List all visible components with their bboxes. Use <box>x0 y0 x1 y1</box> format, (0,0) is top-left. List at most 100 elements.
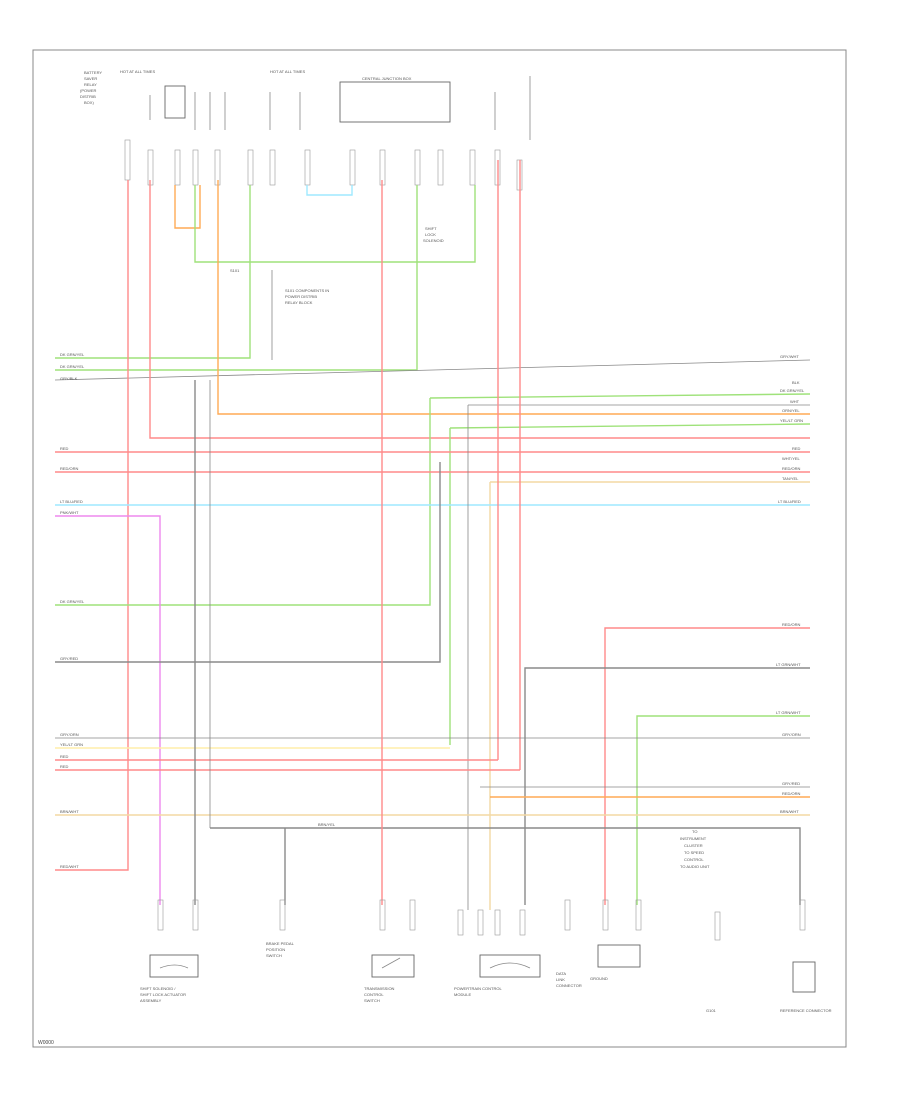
connector-4-symbol <box>489 962 531 969</box>
ground-bus-label: BRN/YEL <box>318 822 336 827</box>
splice-note-3: RELAY BLOCK <box>285 300 313 305</box>
battery-note-2: SAVER <box>84 76 97 81</box>
top-note-3: SOLENOID <box>423 238 444 243</box>
right-label-9: RED/ORN <box>782 466 801 471</box>
right-label-6: YEL/LT GRN <box>780 418 803 423</box>
left-label-15: RED/WHT <box>60 864 79 869</box>
right-label-18: BRN/WHT <box>780 809 799 814</box>
wire-orange-top <box>174 185 201 229</box>
left-label-8: DK GRN/YEL <box>60 599 85 604</box>
connector-4-pin-a <box>457 909 464 936</box>
connector-3-label-2: CONTROL <box>364 992 384 997</box>
left-label-14: BRN/WHT <box>60 809 79 814</box>
connector-3-pin-a <box>379 899 386 931</box>
left-wire-labels: DK GRN/YEL DK GRN/YEL GRY/BLK RED RED/OR… <box>60 352 85 869</box>
connector-ground <box>597 944 641 968</box>
left-label-4: RED <box>60 446 69 451</box>
pin-top-2 <box>147 149 154 186</box>
callout-4: TO SPEED <box>684 850 704 855</box>
connector-4-label-2: MODULE <box>454 992 471 997</box>
wire-green-far-right <box>636 715 810 905</box>
connector-4-label-1: POWERTRAIN CONTROL <box>454 986 502 991</box>
left-label-3: GRY/BLK <box>60 376 78 381</box>
footer-code: W0000 <box>38 1040 54 1046</box>
right-label-5: ORN/YEL <box>782 408 800 413</box>
wire-green-2 <box>55 185 418 371</box>
wire-green-bus <box>194 185 476 263</box>
wires <box>54 160 811 910</box>
connector-shift-solenoid <box>149 954 199 978</box>
connector-8-pin <box>799 899 806 931</box>
pin-top-6 <box>247 149 254 186</box>
top-connector-block: BATTERY SAVER RELAY (POWER DISTRIB BOX) … <box>80 69 531 305</box>
right-label-17: RED/ORN <box>782 791 801 796</box>
connector-6-pin-b <box>635 899 642 931</box>
connector-1-pin-b <box>192 899 199 931</box>
left-label-6: LT BLU/RED <box>60 499 83 504</box>
connector-4-pin-c <box>494 909 501 936</box>
wire-pink <box>55 515 161 905</box>
left-label-13: RED <box>60 764 69 769</box>
connector-5-label-1: DATA <box>556 971 566 976</box>
wire-gray-right <box>524 667 810 905</box>
right-label-7: RED <box>792 446 801 451</box>
pin-top-7 <box>269 149 276 186</box>
connector-1-label-1: SHIFT SOLENOID / <box>140 986 176 991</box>
pin-top-5 <box>214 149 221 186</box>
wire-green-right-1 <box>429 393 811 399</box>
connector-3-symbol <box>381 957 401 969</box>
callout-2: INSTRUMENT <box>680 836 707 841</box>
junction-box <box>339 81 451 123</box>
connector-8-label: REFERENCE CONNECTOR <box>780 1008 832 1013</box>
right-label-13: LT GRN/WHT <box>776 662 801 667</box>
right-label-11: LT BLU/RED <box>778 499 801 504</box>
wire-lightblue-top <box>306 185 353 196</box>
connector-6-pin-a <box>602 899 609 931</box>
connector-pcm <box>479 954 541 978</box>
connector-7-label: G101 <box>706 1008 717 1013</box>
connector-4-pin-d <box>519 909 526 936</box>
connector-5-label-2: LINK <box>556 977 565 982</box>
left-label-1: DK GRN/YEL <box>60 352 85 357</box>
bottom-connectors: SHIFT SOLENOID / SHIFT LOCK ACTUATOR ASS… <box>140 899 832 1013</box>
wire-green-right-2 <box>449 423 811 429</box>
connector-5-pin <box>564 899 571 931</box>
right-label-3: DK GRN/YEL <box>780 388 805 393</box>
pin-top-9 <box>349 149 356 186</box>
connector-3-pin-b <box>409 899 416 931</box>
pin-top-8 <box>304 149 311 186</box>
left-label-7: PNK/WHT <box>60 510 79 515</box>
battery-note-3: RELAY <box>84 82 97 87</box>
left-label-9: GRY/RED <box>60 656 78 661</box>
left-label-5: RED/ORN <box>60 466 79 471</box>
wire-gray-3 <box>54 359 811 381</box>
wire-red-2 <box>149 180 810 439</box>
callout-note: TO INSTRUMENT CLUSTER TO SPEED CONTROL T… <box>680 829 710 869</box>
pin-top-3 <box>174 149 181 186</box>
connector-3-label-3: SWITCH <box>364 998 380 1003</box>
splice-note: S101 COMPONENTS IN <box>285 288 329 293</box>
wire-orange-horizontal <box>217 180 810 415</box>
left-label-12: RED <box>60 754 69 759</box>
connector-1-pin-a <box>157 899 164 931</box>
wire-green-long <box>55 398 431 606</box>
right-label-15: GRY/ORN <box>782 732 801 737</box>
connector-7-pin <box>714 911 721 941</box>
connector-1-label-2: SHIFT LOCK ACTUATOR <box>140 992 186 997</box>
battery-note-6: BOX) <box>84 100 94 105</box>
right-label-8: WHT/YEL <box>782 456 801 461</box>
wire-green-1 <box>55 185 251 359</box>
battery-note-5: DISTRIB <box>80 94 96 99</box>
battery-note-4: (POWER <box>80 88 97 93</box>
right-label-4: WHT <box>790 399 800 404</box>
wire-red-far-right <box>604 627 810 905</box>
splice-id: S101 <box>230 268 240 273</box>
wire-ground-bus <box>210 827 801 905</box>
wire-gray-h <box>55 462 441 663</box>
callout-6: TO AUDIO UNIT <box>680 864 710 869</box>
left-label-10: GRY/ORN <box>60 732 79 737</box>
callout-3: CLUSTER <box>684 843 703 848</box>
left-label-11: YEL/LT GRN <box>60 742 83 747</box>
callout-1: TO <box>692 829 697 834</box>
